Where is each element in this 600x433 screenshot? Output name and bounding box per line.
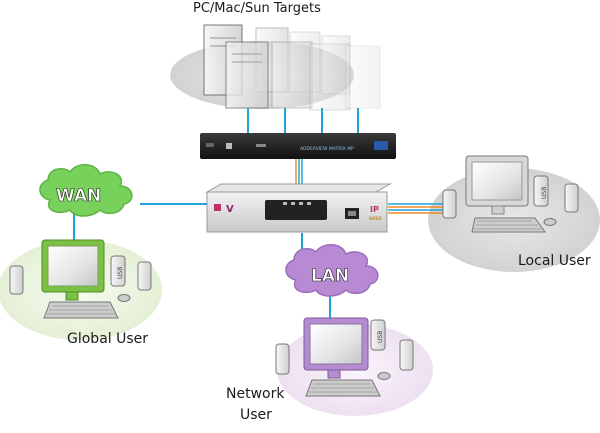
- global-usb-label: USB: [117, 267, 124, 279]
- local-links: [388, 203, 445, 214]
- ip-badge: IP: [370, 205, 379, 214]
- matrix-switch: ADDERVIEW MATRIX MP: [200, 133, 396, 159]
- v2-extender: V IP GOLD: [205, 183, 392, 233]
- global-user-label: Global User: [67, 331, 149, 347]
- switch-to-extender-links: [295, 159, 303, 187]
- wan-label: WAN: [56, 186, 101, 206]
- local-usb-label: USB: [541, 187, 548, 199]
- target-computers: [203, 24, 381, 111]
- lan-cloud: LAN: [285, 244, 379, 297]
- switch-brand-label: ADDERVIEW MATRIX MP: [300, 146, 354, 152]
- gold-badge: GOLD: [369, 216, 382, 221]
- network-user-label-line2: User: [240, 407, 272, 423]
- targets-label: PC/Mac/Sun Targets: [193, 1, 321, 16]
- wan-cloud: WAN: [39, 164, 133, 217]
- target-links: [247, 108, 359, 133]
- global-user-workstation: USB: [9, 239, 152, 319]
- network-user-label-line1: Network: [226, 386, 285, 402]
- local-user-label: Local User: [518, 253, 591, 269]
- lan-label: LAN: [311, 266, 349, 286]
- network-usb-label: USB: [377, 331, 384, 343]
- v-badge: V: [226, 204, 234, 215]
- network-user-workstation: USB: [275, 317, 414, 397]
- local-user-workstation: USB: [442, 155, 579, 233]
